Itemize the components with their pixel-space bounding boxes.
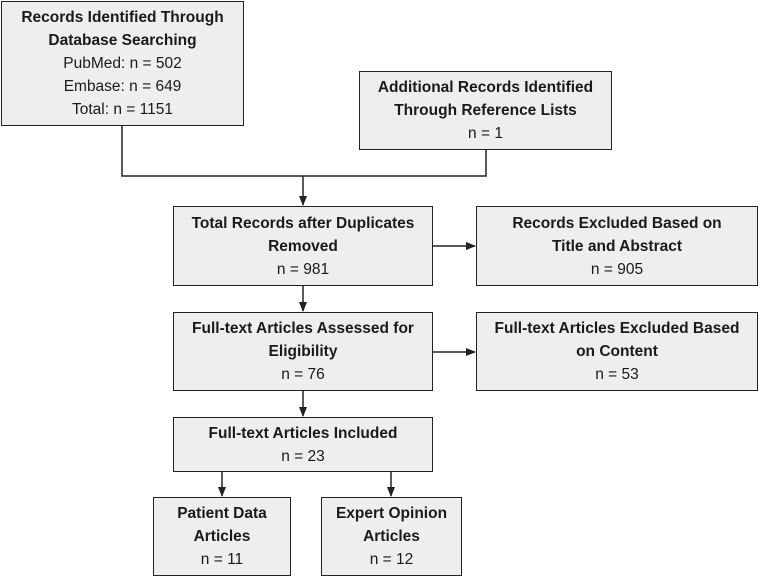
additional-records-box: Additional Records Identified Through Re… (359, 71, 612, 150)
included-title: Full-text Articles Included (208, 424, 398, 442)
patient-data-box: Patient Data Articles n = 11 (153, 497, 291, 576)
excluded-content-box: Full-text Articles Excluded Based on Con… (476, 312, 758, 391)
assessed-title-2: Eligibility (268, 343, 338, 360)
embase-count: Embase: n = 649 (63, 78, 182, 95)
included-count: n = 23 (281, 447, 325, 465)
excluded-title-abstract-title-1: Records Excluded Based on (512, 214, 722, 232)
patient-data-count: n = 11 (200, 551, 244, 568)
assessed-count: n = 76 (281, 366, 325, 383)
excluded-title-abstract-title-2: Title and Abstract (551, 237, 683, 255)
after-duplicates-box: Total Records after Duplicates Removed n… (173, 206, 433, 286)
expert-opinion-title-1: Expert Opinion (335, 505, 448, 522)
database-search-box: Records Identified Through Database Sear… (1, 1, 244, 126)
database-search-title-1: Records Identified Through (21, 9, 224, 26)
expert-opinion-count: n = 12 (369, 551, 414, 568)
assessed-box: Full-text Articles Assessed for Eligibil… (173, 312, 433, 391)
additional-records-title-1: Additional Records Identified (377, 79, 594, 96)
additional-records-count: n = 1 (468, 125, 503, 142)
total-count: Total: n = 1151 (72, 101, 173, 118)
included-box: Full-text Articles Included n = 23 (173, 417, 433, 472)
database-search-title-2: Database Searching (48, 32, 197, 49)
excluded-title-abstract-box: Records Excluded Based on Title and Abst… (476, 206, 758, 286)
expert-opinion-title-2: Articles (363, 528, 420, 545)
merge-connector (121, 126, 487, 177)
excluded-content-count: n = 53 (595, 366, 639, 383)
excluded-content-title-2: on Content (576, 343, 658, 360)
assessed-title-1: Full-text Articles Assessed for (192, 320, 414, 337)
patient-data-title-2: Articles (193, 528, 251, 545)
pubmed-count: PubMed: n = 502 (63, 55, 182, 72)
patient-data-title-1: Patient Data (177, 505, 267, 522)
additional-records-title-2: Through Reference Lists (394, 102, 577, 119)
after-duplicates-title-2: Removed (268, 237, 338, 255)
excluded-content-title-1: Full-text Articles Excluded Based (494, 320, 740, 337)
after-duplicates-count: n = 981 (276, 260, 330, 278)
excluded-title-abstract-count: n = 905 (590, 260, 644, 278)
after-duplicates-title-1: Total Records after Duplicates (191, 214, 415, 232)
expert-opinion-box: Expert Opinion Articles n = 12 (321, 497, 462, 576)
